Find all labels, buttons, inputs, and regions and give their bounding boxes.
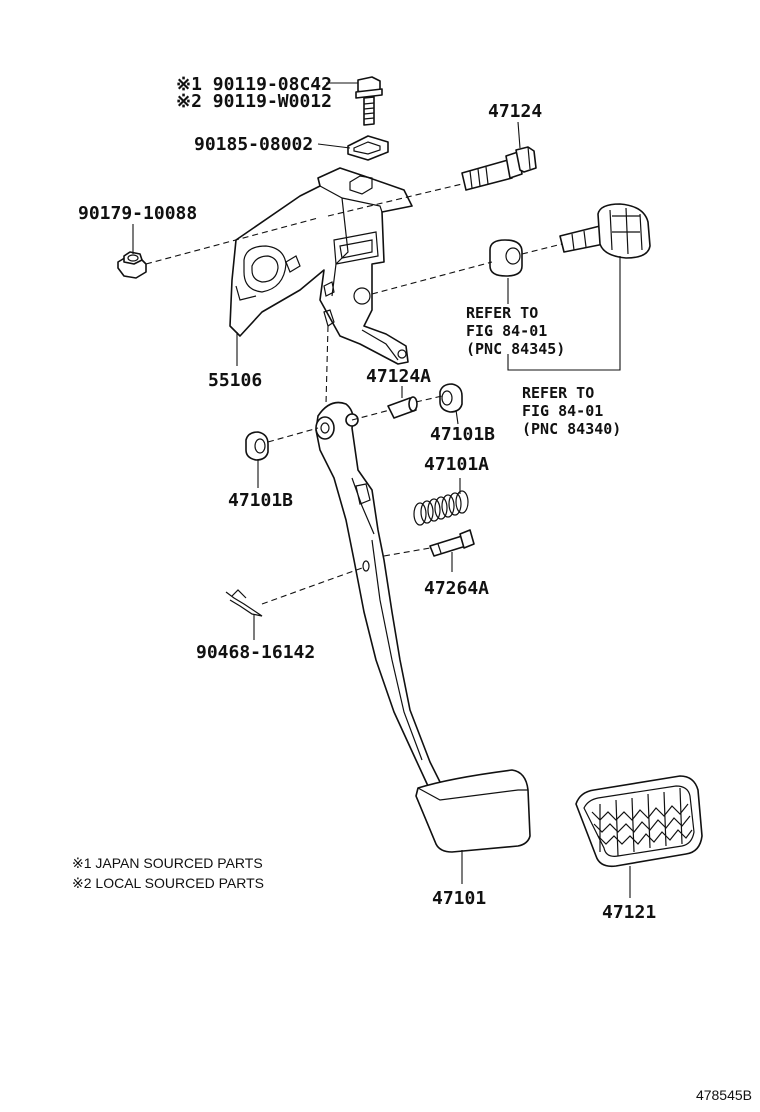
- label-spring: 47101A: [424, 454, 489, 475]
- assembly-lines: [145, 183, 563, 605]
- bushing-right: [439, 383, 463, 413]
- stop-lamp-switch: [559, 203, 651, 259]
- nut-clip: [347, 135, 389, 161]
- label-pedal: 47101: [432, 888, 486, 909]
- clevis-pin: [429, 529, 475, 557]
- ref1-line2: FIG 84-01: [466, 322, 547, 340]
- pivot-collar: [387, 396, 418, 419]
- pedal-pad-cover: [575, 775, 703, 868]
- label-pivot-bolt: 47124: [488, 101, 542, 122]
- label-bolt-japan: ※1 90119-08C42: [176, 74, 332, 95]
- ref2-line1: REFER TO: [522, 384, 594, 402]
- retaining-clip: [225, 589, 263, 617]
- stop-bushing: [489, 239, 523, 277]
- flange-bolt-top: [355, 76, 383, 126]
- ref2-line2: FIG 84-01: [522, 402, 603, 420]
- pedal-lever: [315, 401, 531, 853]
- label-bushing-right: 47101B: [430, 424, 495, 445]
- label-pedal-pad: 47121: [602, 902, 656, 923]
- label-pin: 47264A: [424, 578, 489, 599]
- ref2-line3: (PNC 84340): [522, 420, 621, 438]
- bushing-left: [245, 431, 269, 461]
- label-nut-clip: 90185-08002: [194, 134, 313, 155]
- pedal-bracket: [229, 167, 413, 365]
- return-spring: [413, 490, 469, 526]
- label-nut: 90179-10088: [78, 203, 197, 224]
- ref1-line1: REFER TO: [466, 304, 538, 322]
- pivot-bolt: [461, 146, 537, 191]
- leader-lines: [132, 82, 631, 898]
- note-japan-sourced: ※1 JAPAN SOURCED PARTS: [72, 855, 263, 871]
- figure-id: 478545B: [696, 1087, 752, 1103]
- label-clip: 90468-16142: [196, 642, 315, 663]
- label-bracket: 55106: [208, 370, 262, 391]
- flange-nut: [117, 251, 147, 279]
- label-bolt-local: ※2 90119-W0012: [176, 91, 332, 112]
- label-collar: 47124A: [366, 366, 431, 387]
- note-local-sourced: ※2 LOCAL SOURCED PARTS: [72, 875, 264, 891]
- label-bushing-left: 47101B: [228, 490, 293, 511]
- ref1-line3: (PNC 84345): [466, 340, 565, 358]
